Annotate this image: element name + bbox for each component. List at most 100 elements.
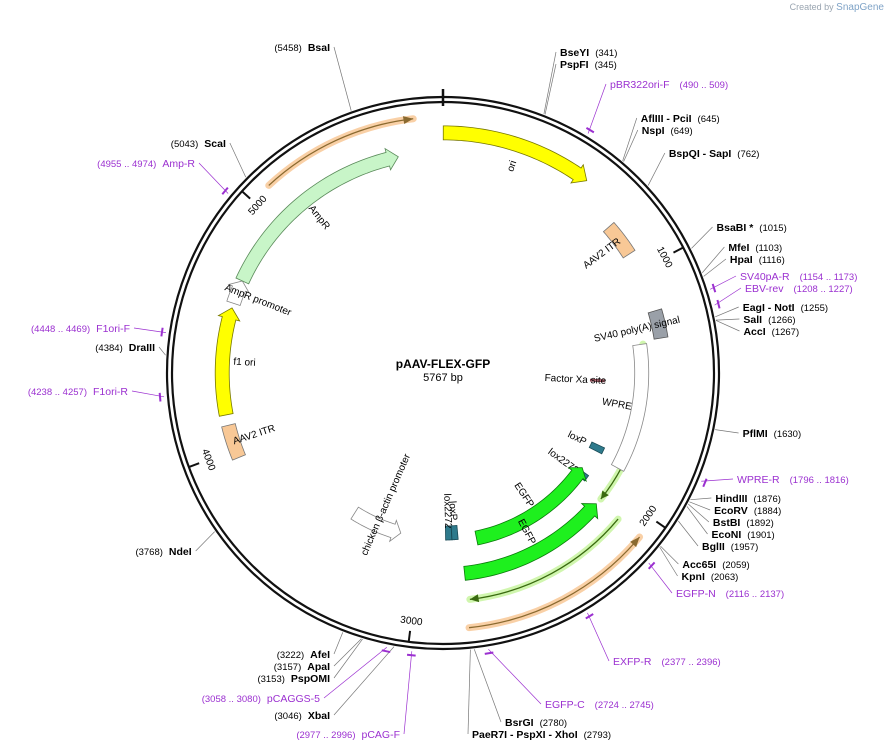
feature-label: loxP	[566, 429, 589, 448]
svg-text:(4238 .. 4257)F1ori-R: (4238 .. 4257)F1ori-R	[28, 386, 129, 398]
enzyme-site[interactable]: (3768)NdeI	[135, 531, 215, 558]
enzyme-leader	[333, 646, 395, 716]
primer-leader	[701, 478, 734, 482]
feature-chicken-actin-promoter[interactable]: chicken β-actin promoter	[350, 452, 413, 558]
feature-lox2272[interactable]: lox2272	[441, 493, 453, 541]
primer-range: (4955 .. 4974)	[97, 159, 156, 170]
enzyme-site[interactable]: HpaI(1116)	[703, 254, 785, 277]
enzyme-site[interactable]: KpnI(2063)	[659, 546, 739, 583]
primer-site[interactable]: EXFP-R(2377 .. 2396)	[585, 612, 721, 668]
feature-shape[interactable]	[450, 525, 459, 541]
enzyme-name: PflMI	[743, 428, 768, 440]
enzyme-site[interactable]: PflMI(1630)	[715, 428, 801, 440]
svg-text:(4955 .. 4974)Amp-R: (4955 .. 4974)Amp-R	[97, 158, 195, 170]
feature-shape[interactable]	[442, 125, 588, 184]
primer-site[interactable]: (4955 .. 4974)Amp-R	[97, 158, 229, 195]
primer-name: pCAGGS-5	[267, 693, 320, 705]
enzyme-site[interactable]: AflIII - PciI(645)	[622, 113, 720, 161]
enzyme-site[interactable]: BspQI - SapI(762)	[647, 148, 759, 186]
feature-shape[interactable]	[602, 221, 636, 259]
enzyme-site[interactable]: EcoNI(1901)	[686, 506, 775, 541]
snapgene-credit: Created by SnapGene	[790, 2, 884, 13]
primer-site[interactable]: EBV-rev(1208 .. 1227)	[714, 283, 853, 309]
enzyme-site[interactable]: (5043) ScaI	[171, 138, 247, 178]
enzyme-site[interactable]: EagI - NotI(1255)	[715, 302, 828, 318]
enzyme-site[interactable]: (5458)BsaI	[274, 42, 352, 111]
feature-aav2-itr[interactable]: AAV2 ITR	[221, 423, 277, 461]
primer-site[interactable]: SV40pA-R(1154 .. 1173)	[710, 271, 857, 293]
primer-site[interactable]: (4448 .. 4469)F1ori-F	[31, 323, 166, 337]
enzyme-name: XbaI	[308, 710, 330, 722]
enzyme-site[interactable]: BglII(1957)	[678, 520, 758, 553]
primer-leader	[710, 275, 737, 290]
feature-shape[interactable]	[588, 441, 606, 455]
enzyme-position: (1015)	[759, 223, 786, 234]
feature-factor-xa-site[interactable]: Factor Xa site	[544, 373, 607, 387]
enzyme-site[interactable]: (3222)AfeI	[277, 632, 344, 661]
enzyme-site[interactable]: (3046)XbaI	[274, 646, 395, 722]
enzyme-site[interactable]: BsrGI(2780)	[473, 649, 567, 729]
enzyme-site[interactable]: (3157)ApaI	[274, 638, 362, 673]
feature-ori[interactable]: ori	[442, 125, 588, 184]
feature-label: AAV2 ITR	[581, 236, 623, 271]
primer-range: (4238 .. 4257)	[28, 387, 87, 398]
primer-site[interactable]: pBR322ori-F(490 .. 509)	[585, 79, 728, 134]
feature-shape[interactable]	[647, 308, 669, 340]
enzyme-leader	[158, 346, 166, 356]
feature-f1-ori[interactable]: f1 ori	[214, 307, 256, 417]
feature-loxp[interactable]: loxP	[566, 429, 606, 455]
feature-shape[interactable]	[226, 280, 251, 307]
primer-site[interactable]: (3058 .. 3080)pCAGGS-5	[202, 647, 391, 705]
enzyme-position: (5043)	[171, 139, 198, 150]
enzyme-leader	[229, 142, 247, 178]
enzyme-site[interactable]: MfeI(1103)	[702, 242, 782, 273]
feature-aav2-itr[interactable]: AAV2 ITR	[581, 221, 636, 271]
enzyme-position: (2793)	[584, 730, 611, 741]
primer-site[interactable]: (4238 .. 4257)F1ori-R	[28, 386, 165, 402]
enzyme-site[interactable]: SalI(1266)	[715, 314, 796, 326]
primer-site[interactable]: (2977 .. 2996)pCAG-F	[296, 651, 416, 741]
enzyme-leader	[678, 520, 699, 547]
enzyme-leader	[715, 320, 740, 332]
enzyme-site[interactable]: PaeR7I - PspXI - XhoI(2793)	[467, 649, 611, 741]
feature-shape[interactable]	[350, 506, 402, 543]
enzyme-name: ScaI	[204, 138, 226, 150]
enzyme-site[interactable]: NspI(649)	[623, 125, 693, 162]
enzyme-site[interactable]: EcoRV(1884)	[689, 501, 781, 517]
outer-arc-head	[600, 490, 609, 500]
feature-shape[interactable]	[221, 423, 246, 461]
enzyme-site[interactable]: HindIII(1876)	[690, 493, 781, 505]
feature-shape[interactable]	[463, 503, 599, 581]
feature-shape[interactable]	[589, 378, 605, 383]
enzyme-site[interactable]: (3153)PspOMI	[257, 638, 363, 685]
feature-shape[interactable]	[214, 307, 241, 417]
feature-loxp[interactable]: loxP	[446, 501, 459, 541]
enzyme-position: (1267)	[772, 327, 799, 338]
primer-site[interactable]: EGFP-C(2724 .. 2745)	[484, 649, 654, 711]
feature-ampr[interactable]: AmpR	[235, 147, 399, 285]
enzyme-position: (1255)	[801, 303, 828, 314]
primer-site[interactable]: WPRE-R(1796 .. 1816)	[701, 474, 849, 488]
enzyme-site[interactable]: Acc65I(2059)	[660, 545, 750, 571]
svg-text:(3157)ApaI: (3157)ApaI	[274, 661, 330, 673]
enzyme-site[interactable]: AccI(1267)	[715, 320, 799, 338]
svg-text:EGFP-N(2116 .. 2137): EGFP-N(2116 .. 2137)	[676, 588, 784, 600]
feature-shape[interactable]	[610, 343, 650, 472]
feature-shape[interactable]	[235, 147, 399, 285]
svg-text:BglII(1957): BglII(1957)	[702, 541, 758, 553]
outer-arc-head	[630, 537, 640, 548]
primer-site[interactable]: EGFP-N(2116 .. 2137)	[647, 561, 784, 600]
feature-shape[interactable]	[445, 525, 453, 541]
enzyme-site[interactable]: BsaBI *(1015)	[691, 222, 787, 249]
enzyme-leader	[544, 63, 557, 115]
enzyme-site[interactable]: PspFI(345)	[544, 59, 617, 115]
enzyme-site[interactable]: BstBI(1892)	[687, 503, 774, 529]
svg-text:EcoRV(1884): EcoRV(1884)	[714, 505, 781, 517]
enzyme-site[interactable]: (4384)DraIII	[95, 342, 166, 356]
feature-wpre[interactable]: WPRE	[601, 343, 650, 472]
feature-sv40-poly-a-signal[interactable]: SV40 poly(A) signal	[593, 308, 681, 345]
feature-shape[interactable]	[474, 467, 587, 546]
enzyme-site[interactable]: BseYI(341)	[543, 47, 617, 115]
enzyme-leader	[702, 246, 725, 273]
